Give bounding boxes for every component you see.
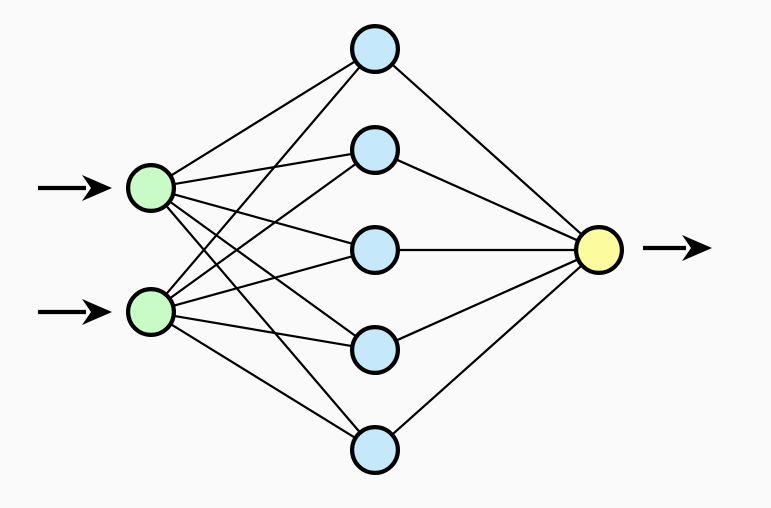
node-i1-input[interactable] bbox=[126, 163, 177, 214]
node-i2-input[interactable] bbox=[126, 287, 177, 338]
edge-h1-o1 bbox=[392, 64, 582, 235]
edge-i1-h1 bbox=[171, 61, 355, 176]
io-arrows-group bbox=[38, 175, 712, 325]
edge-i2-h2 bbox=[170, 163, 356, 299]
edge-i1-h3 bbox=[173, 193, 353, 245]
node-h2-hidden[interactable] bbox=[350, 124, 401, 175]
edge-i1-h2 bbox=[174, 153, 352, 185]
edge-h4-o1 bbox=[396, 259, 578, 341]
node-o1-output[interactable] bbox=[573, 225, 624, 276]
edge-i1-h5 bbox=[166, 205, 360, 433]
node-h1-hidden[interactable] bbox=[350, 24, 401, 74]
node-h5-hidden[interactable] bbox=[350, 425, 401, 476]
node-h4-hidden[interactable] bbox=[350, 325, 401, 376]
edge-h2-o1 bbox=[396, 159, 578, 241]
edge-i1-h4 bbox=[170, 201, 356, 337]
edge-i2-h1 bbox=[166, 66, 360, 295]
input-arrow-1-head bbox=[82, 175, 112, 201]
node-h3-hidden[interactable] bbox=[350, 225, 401, 276]
output-arrow-head bbox=[682, 235, 712, 261]
nodes-group bbox=[126, 24, 624, 476]
input-arrow-2-head bbox=[82, 299, 112, 325]
edge-i2-h4 bbox=[174, 315, 352, 347]
edge-i2-h3 bbox=[173, 255, 353, 307]
edge-h5-o1 bbox=[392, 265, 582, 435]
edge-i2-h5 bbox=[171, 324, 355, 438]
edges-group bbox=[166, 61, 582, 438]
